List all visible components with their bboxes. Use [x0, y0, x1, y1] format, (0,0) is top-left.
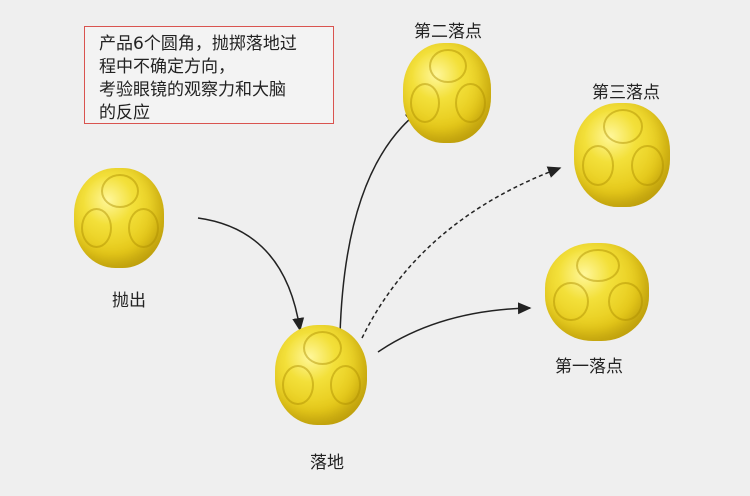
ball-first	[545, 243, 649, 341]
label-land: 落地	[310, 453, 344, 473]
note-line: 的反应	[99, 103, 150, 123]
arrow-first	[377, 302, 532, 353]
arrow-third	[361, 166, 562, 339]
ball-throw	[74, 168, 164, 268]
note-line: 考验眼镜的观察力和大脑	[99, 80, 286, 100]
label-third: 第三落点	[592, 83, 660, 103]
ball-land	[275, 325, 367, 425]
label-throw: 抛出	[112, 291, 146, 311]
note-line: 程中不确定方向，	[99, 57, 235, 77]
arrow-throw	[197, 217, 305, 332]
label-first: 第一落点	[555, 357, 623, 377]
description-box: 产品6个圆角，抛掷落地过 程中不确定方向， 考验眼镜的观察力和大脑 的反应	[84, 26, 334, 124]
label-second: 第二落点	[414, 22, 482, 42]
note-line: 产品6个圆角，抛掷落地过	[99, 34, 297, 54]
arrow-second	[339, 111, 420, 336]
ball-second	[403, 43, 491, 143]
ball-third	[574, 103, 670, 207]
